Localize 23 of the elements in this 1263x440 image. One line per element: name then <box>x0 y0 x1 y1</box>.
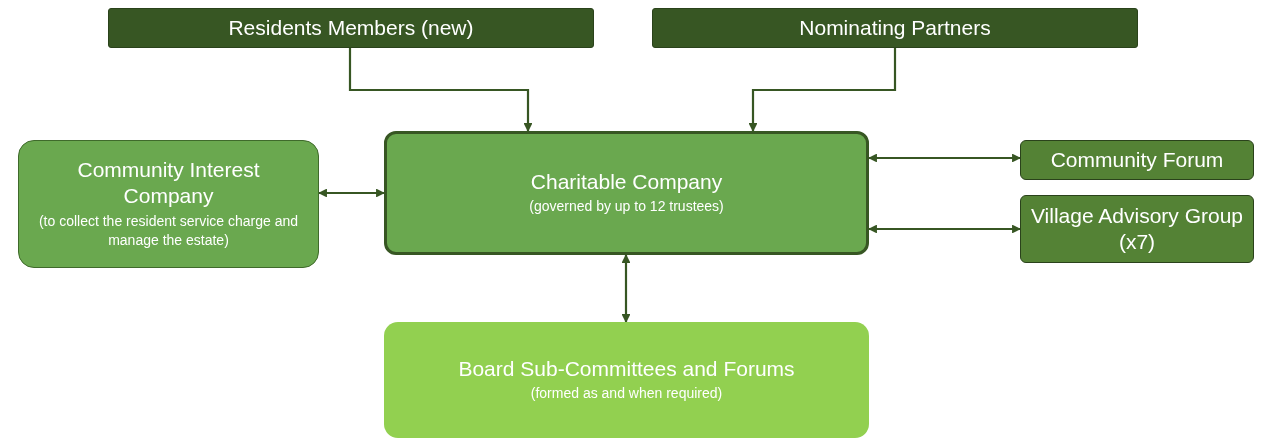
org-box <box>384 322 869 438</box>
box-title: Community Interest Company <box>76 157 261 210</box>
box-subtitle: (formed as and when required) <box>530 384 723 404</box>
arrow <box>318 188 385 198</box>
box-title: Board Sub-Committees and Forums <box>458 356 795 383</box>
arrow <box>748 48 897 132</box>
header-box <box>652 8 1138 48</box>
box-title: Charitable Company <box>530 169 723 196</box>
box-title: Residents Members (new) <box>228 14 474 41</box>
box-subtitle: (to collect the resident service charge and manage the estate) <box>37 211 300 251</box>
arrow <box>868 153 1021 163</box>
box-title: Village Advisory Group (x7) <box>1029 202 1245 255</box>
org-box <box>18 140 319 268</box>
header-box <box>108 8 594 48</box>
org-box <box>1020 195 1254 263</box>
arrow <box>621 254 631 323</box>
box-subtitle: (governed by up to 12 trustees) <box>529 197 724 217</box>
box-title: Community Forum <box>1050 146 1224 173</box>
arrow <box>348 48 533 132</box>
box-title: Nominating Partners <box>799 14 991 41</box>
org-box <box>384 131 869 255</box>
org-box <box>1020 140 1254 180</box>
arrow <box>868 224 1021 234</box>
